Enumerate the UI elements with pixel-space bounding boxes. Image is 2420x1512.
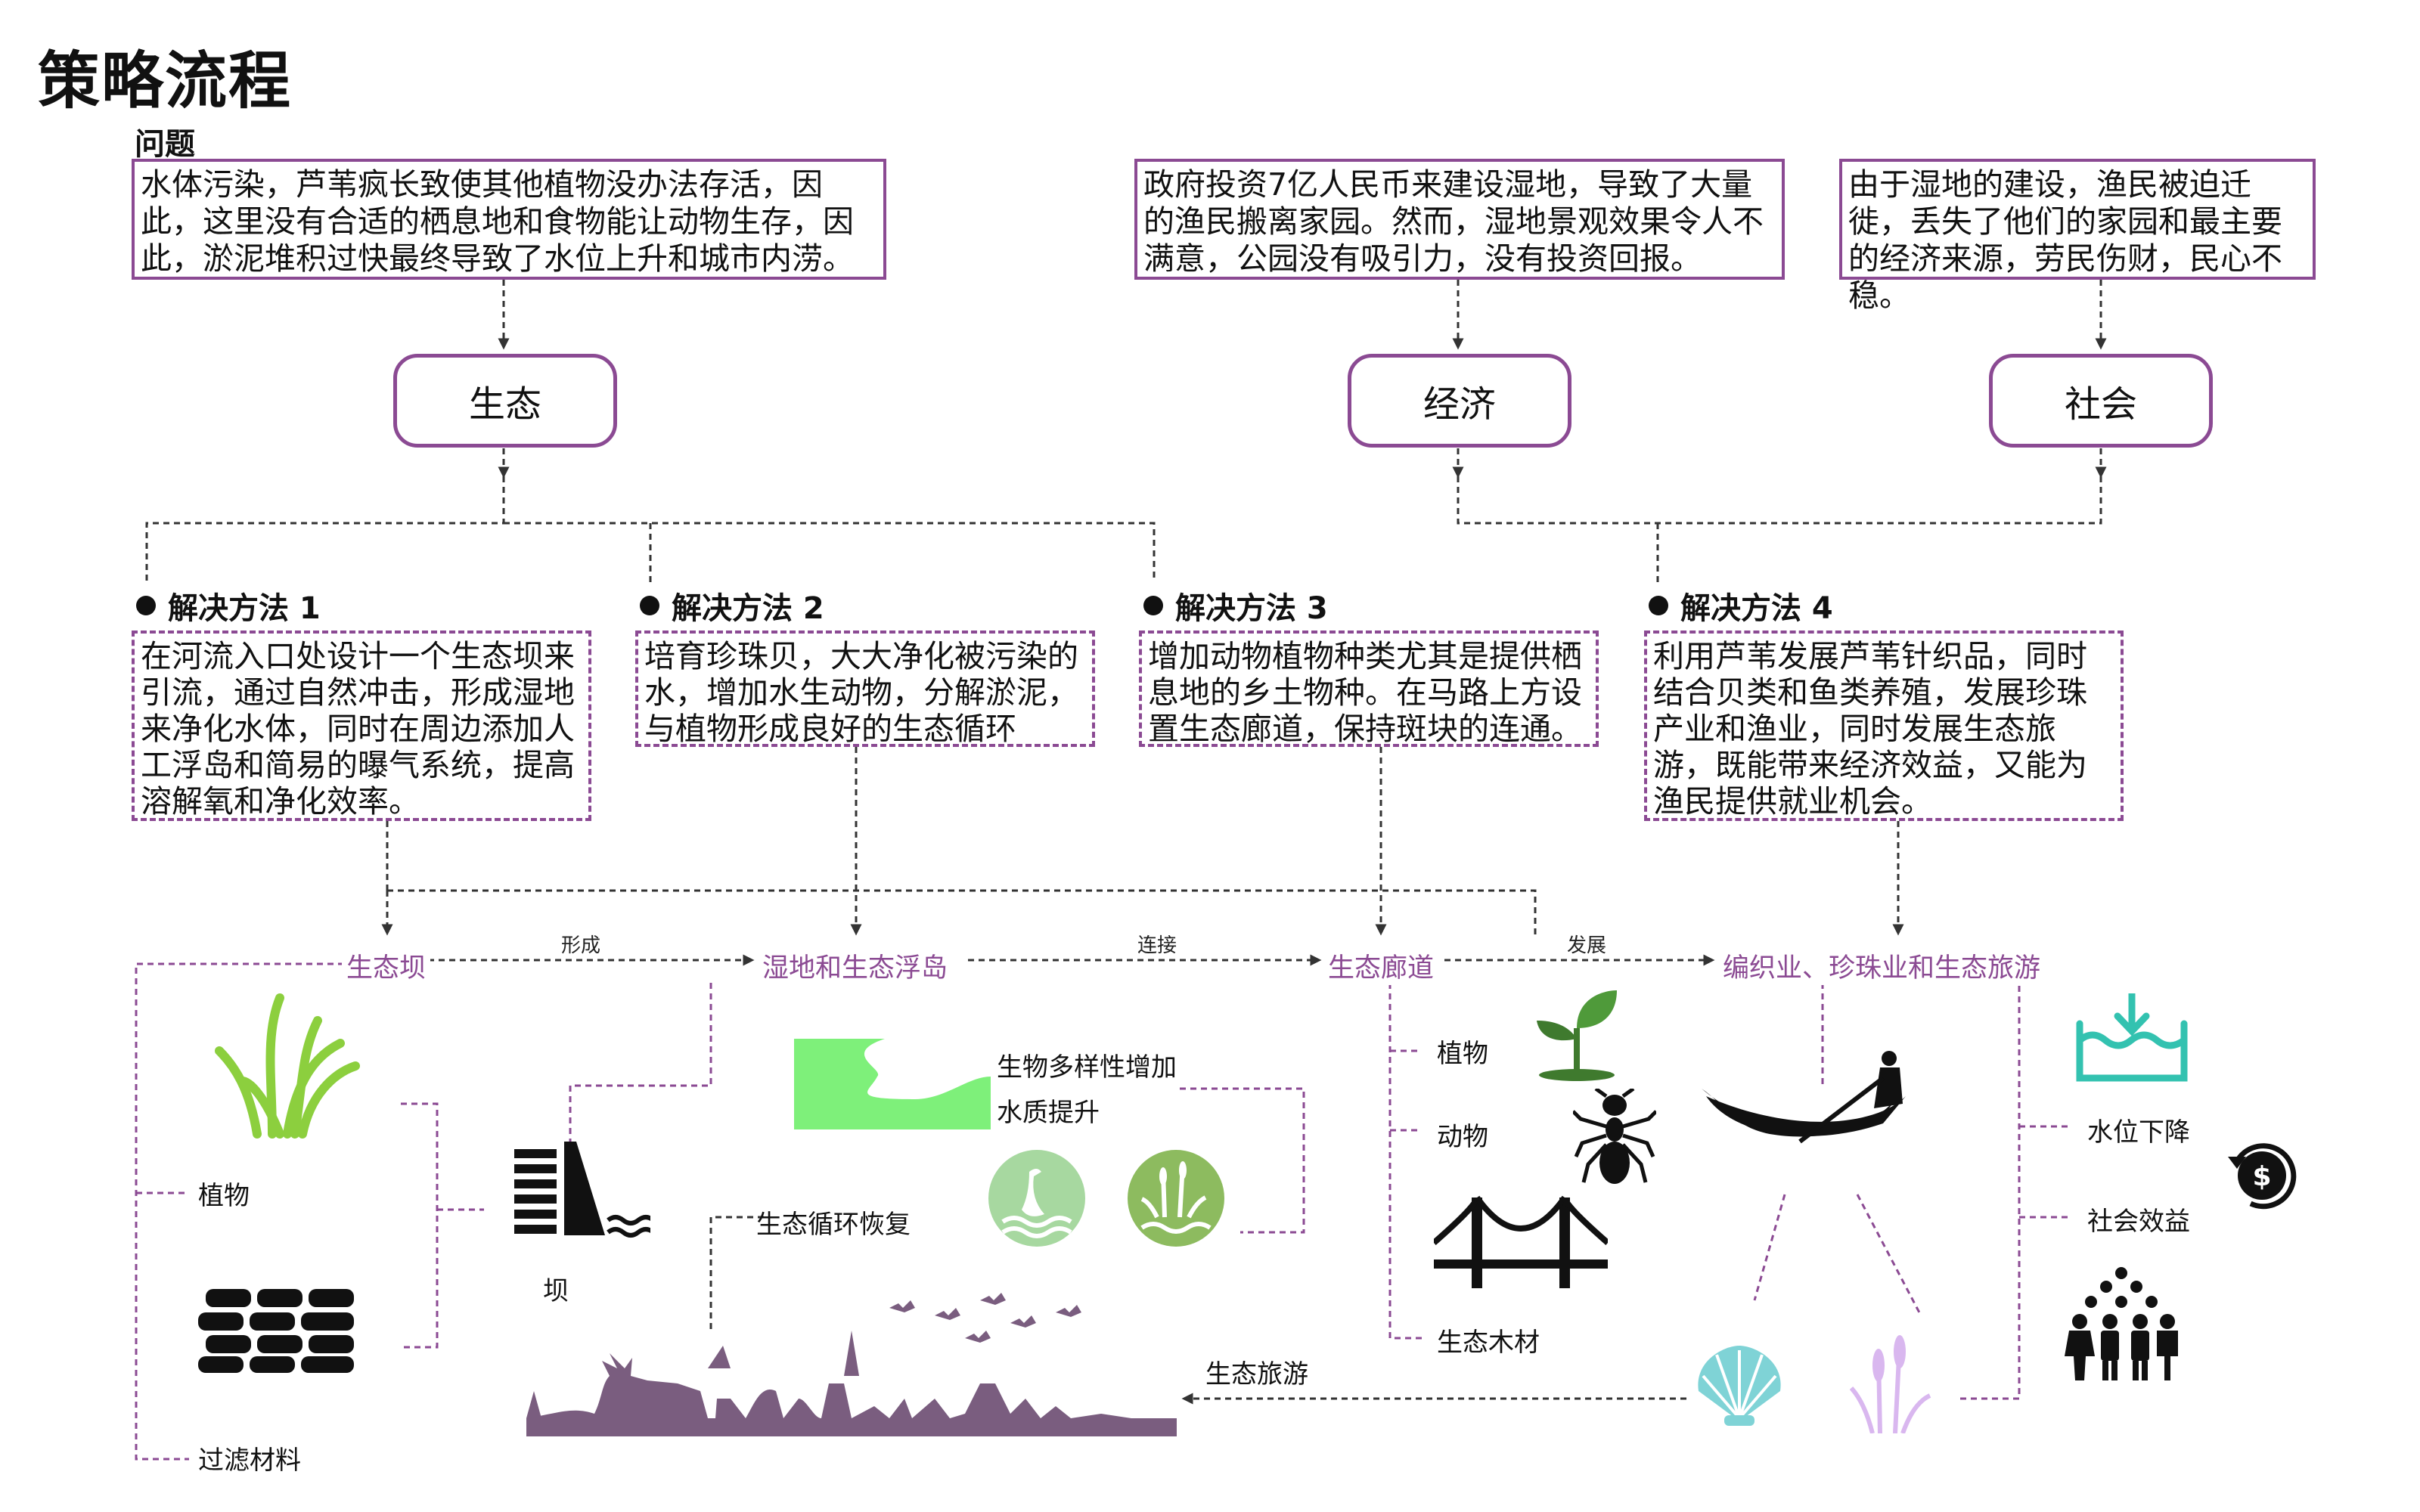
label-eco-wood: 生态木材 [1437, 1328, 1540, 1358]
label-water-drop: 水位下降 [2087, 1117, 2190, 1148]
solution-3-text: 增加动物植物种类尤其是提供栖息地的乡土物种。在马路上方设置生态廊道，保持斑块的连… [1139, 631, 1599, 747]
solution-4-title-text: 解决方法 4 [1680, 591, 1833, 626]
label-corridor-animals: 动物 [1437, 1122, 1488, 1152]
solution-1-title: 解决方法 1 [136, 584, 321, 627]
problem-label: 问题 [135, 127, 195, 162]
bullet-dot [640, 596, 659, 615]
link-connect: 连接 [1137, 934, 1177, 957]
problem-box-ecology: 水体污染，芦苇疯长致使其他植物没办法存活，因此，这里没有合适的栖息地和食物能让动… [132, 159, 886, 280]
sprout-icon [1537, 990, 1617, 1081]
label-corridor-plants: 植物 [1437, 1039, 1488, 1069]
bullet-dot [136, 596, 156, 615]
label-eco-tourism: 生态旅游 [1205, 1359, 1308, 1390]
label-water-quality: 水质提升 [997, 1098, 1100, 1128]
people-icon [2065, 1267, 2178, 1380]
solution-3-title-text: 解决方法 3 [1175, 591, 1328, 626]
label-eco-cycle: 生态循环恢复 [756, 1210, 911, 1240]
category-economy: 经济 [1348, 354, 1571, 448]
solution-4-title: 解决方法 4 [1649, 584, 1833, 627]
label-filter-material: 过滤材料 [198, 1445, 301, 1476]
category-society: 社会 [1989, 354, 2213, 448]
shell-icon [1698, 1346, 1781, 1426]
grass-icon [215, 993, 360, 1139]
solution-2-text: 培育珍珠贝，大大净化被污染的水，增加水生动物，分解淤泥，与植物形成良好的生态循环 [635, 631, 1095, 747]
link-form: 形成 [561, 934, 601, 957]
purple-reed-icon [1850, 1335, 1931, 1433]
solution-1-text: 在河流入口处设计一个生态坝来引流，通过自然冲击，形成湿地来净化水体，同时在周边添… [132, 631, 591, 821]
label-biodiversity: 生物多样性增加 [997, 1052, 1177, 1083]
solution-3-title: 解决方法 3 [1143, 584, 1328, 627]
island-icon [794, 1035, 991, 1129]
outcome-industry-tourism: 编织业、珍珠业和生态旅游 [1718, 947, 2046, 985]
dam-icon [514, 1142, 650, 1238]
solution-2-title-text: 解决方法 2 [672, 591, 824, 626]
problem-box-economy: 政府投资7亿人民币来建设湿地，导致了大量的渔民搬离家园。然而，湿地景观效果令人不… [1134, 159, 1785, 280]
bullet-dot [1649, 596, 1668, 615]
link-develop: 发展 [1567, 934, 1607, 957]
solution-4-text: 利用芦苇发展芦苇针织品，同时结合贝类和鱼类养殖，发展珍珠产业和渔业，同时发展生态… [1644, 631, 2124, 821]
reed-icon [1128, 1150, 1224, 1247]
outcome-eco-corridor: 生态廊道 [1323, 947, 1439, 985]
svg-text:$: $ [2252, 1161, 2271, 1192]
category-ecology: 生态 [393, 354, 617, 448]
stone-wall-icon [198, 1289, 354, 1373]
wildlife-silhouette-icon [526, 1293, 1177, 1436]
solution-2-title: 解决方法 2 [640, 584, 824, 627]
money-cycle-icon: $ [2228, 1143, 2297, 1210]
label-dam: 坝 [543, 1276, 569, 1306]
label-plants: 植物 [198, 1181, 250, 1211]
solution-1-title-text: 解决方法 1 [168, 591, 321, 626]
fisherman-boat-icon [1702, 1051, 1906, 1144]
bullet-dot [1143, 596, 1163, 615]
outcome-wetland-island: 湿地和生态浮岛 [758, 947, 953, 985]
ant-icon [1573, 1089, 1656, 1184]
bridge-icon [1434, 1195, 1608, 1288]
outcome-eco-dam: 生态坝 [342, 947, 431, 985]
heron-icon [988, 1150, 1085, 1247]
page-title: 策略流程 [38, 45, 293, 117]
water-level-icon [2076, 993, 2188, 1082]
label-social-benefit: 社会效益 [2087, 1207, 2190, 1237]
problem-box-society: 由于湿地的建设，渔民被迫迁徙，丢失了他们的家园和最主要的经济来源，劳民伤财，民心… [1839, 159, 2316, 314]
